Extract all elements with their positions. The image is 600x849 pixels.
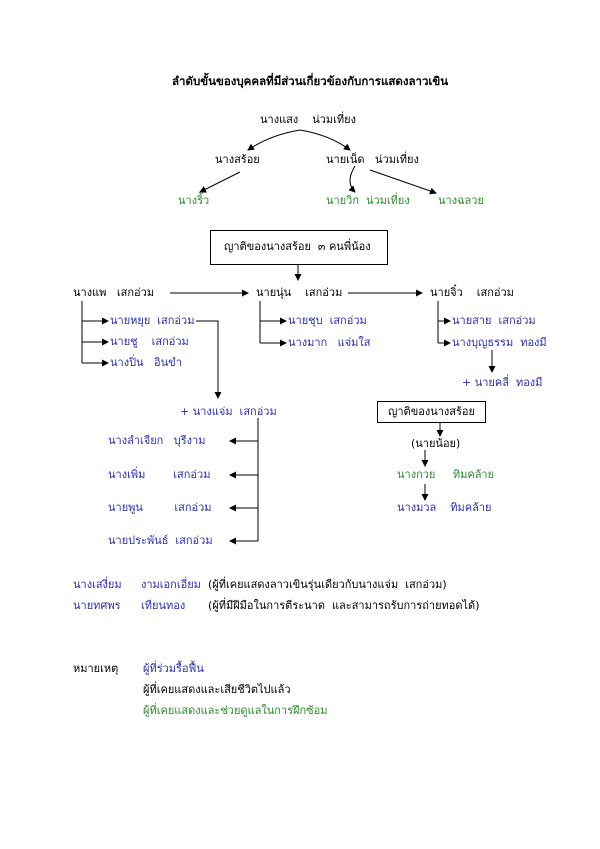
sibling-1: นางแพ เสกอ่วม — [73, 286, 155, 299]
diagram-title: ลำดับขั้นของบุคคลที่มีส่วนเกี่ยวข้องกับก… — [172, 74, 449, 88]
note-2-surname: เทียนทอง — [141, 599, 186, 612]
sibling-2: นายนุ่น เสกอ่วม — [256, 286, 343, 299]
sibling-3: นายจิ๋ว เสกอ่วม — [430, 286, 514, 299]
s2-child-2: นางมาก แจ่มใส — [288, 336, 371, 349]
jaem-child-2: นางเพิ่ม เสกอ่วม — [108, 468, 211, 481]
arrow-sroi-rew — [199, 171, 241, 193]
node-noi: (นายน้อย) — [411, 437, 461, 450]
node-ned: นายเน็ด น่วมเที่ยง — [326, 153, 419, 166]
legend-item-revival: ผู้ที่ร่วมรื้อฟื้น — [143, 662, 204, 675]
jaem-child-3: นายพูน เสกอ่วม — [108, 501, 212, 514]
s3-child-2: นางบุญธรรม ทองมี — [452, 336, 547, 349]
s1-child-3: นางปิ่น อินขำ — [110, 356, 182, 369]
relatives-box-2: ญาติของนางสร้อย — [377, 401, 486, 423]
note-2-name: นายทศพร — [73, 599, 121, 612]
s1-child-2: นายชู เสกอ่วม — [110, 335, 189, 348]
jaem-child-4: นายประพันธ์ เสกอ่วม — [108, 534, 213, 547]
node-vik: นายวิก น่วมเที่ยง — [326, 194, 410, 207]
noi-child-1: นางกวย ทิมคล้าย — [397, 468, 495, 481]
node-sroi: นางสร้อย — [215, 153, 260, 166]
s3-spouse: + นายคลี่ ทองมี — [462, 376, 543, 389]
arrow-root-right — [299, 129, 351, 151]
relatives-box-2-label: ญาติของนางสร้อย — [388, 405, 475, 418]
note-1-name: นางเสงี่ยม — [73, 578, 122, 591]
node-root: นางแสง น่วมเที่ยง — [260, 113, 357, 126]
note-1-desc: (ผู้ที่เคยแสดงลาวเขินรุ่นเดียวกับนางแจ่ม… — [208, 578, 447, 591]
legend-label: หมายเหตุ — [73, 662, 119, 675]
s2-child-1: นายชุบ เสกอ่วม — [288, 314, 367, 327]
jaem-child-1: นางลำเจียก บุรีงาม — [108, 434, 206, 447]
note-2-desc: (ผู้ที่มีฝีมือในการตีระนาด และสามารถรับก… — [208, 599, 480, 612]
node-rew: นางริ้ว — [178, 194, 210, 207]
yui-spouse: + นางแจ่ม เสกอ่วม — [180, 405, 277, 418]
s1-child-1: นายหยุย เสกอ่วม — [110, 314, 195, 327]
s3-child-1: นายสาย เสกอ่วม — [452, 314, 536, 327]
arrow-ned-vik — [348, 165, 356, 193]
legend-item-deceased: ผู้ที่เคยแสดงและเสียชีวิตไปแล้ว — [143, 683, 291, 696]
note-1-surname: งามเอกเอี่ยม — [141, 578, 201, 591]
relatives-box-1: ญาติของนางสร้อย ๓ คนพี่น้อง — [210, 230, 388, 265]
relatives-box-1-label: ญาติของนางสร้อย ๓ คนพี่น้อง — [224, 240, 371, 253]
arrow-root-left — [247, 129, 301, 151]
node-chaluay: นางฉลวย — [438, 194, 484, 207]
arrow-ned-chaluay — [369, 169, 437, 195]
arrow-yui-jaem — [196, 320, 222, 399]
legend-item-trainer: ผู้ที่เคยแสดงและช่วยดูแลในการฝึกซ้อม — [143, 704, 328, 717]
noi-child-2: นางมวล ทิมคล้าย — [397, 501, 492, 514]
